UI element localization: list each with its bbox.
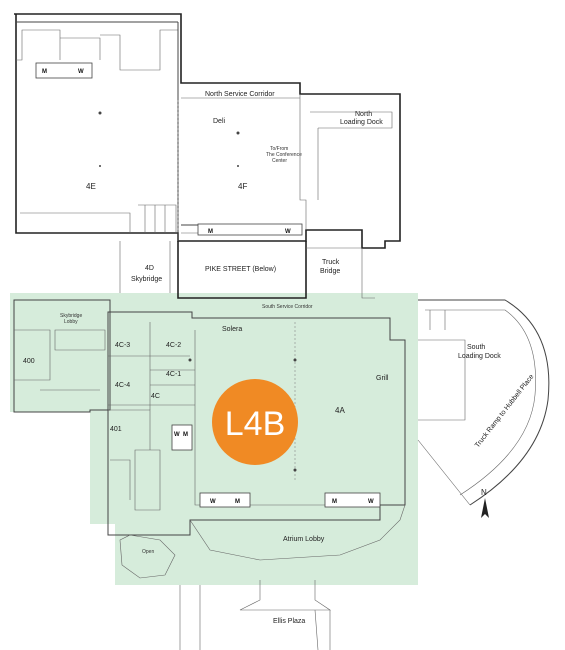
restroom-women-label-3: W <box>210 499 216 505</box>
restroom-men-label-1: M <box>42 69 47 75</box>
skybridge-label: Skybridge <box>131 276 162 283</box>
room-4d-label: 4D <box>145 265 154 272</box>
deli-label: Deli <box>213 118 226 125</box>
atrium-lobby-label: Atrium Lobby <box>283 536 325 543</box>
level-badge-label: L4B <box>225 405 286 443</box>
restroom-men-label-2: M <box>208 229 213 235</box>
ellis-plaza-label: Ellis Plaza <box>273 618 305 625</box>
south-restroom-block-2 <box>324 492 381 508</box>
restroom-women-label-4: W <box>368 499 374 505</box>
north-service-corridor-label: North Service Corridor <box>205 91 275 98</box>
room-4c3-label: 4C-3 <box>115 342 130 349</box>
room-4c-label: 4C <box>151 393 160 400</box>
bridges <box>119 241 375 299</box>
room-4c2-label: 4C-2 <box>166 342 181 349</box>
north-loading-dock-label-1: North <box>355 111 372 118</box>
south-loading-dock-label-1: South <box>467 344 485 351</box>
north-loading-dock-label-2: Loading Dock <box>340 119 383 126</box>
room-4f-label: 4F <box>238 182 247 191</box>
south-service-corridor-label: South Service Corridor <box>262 304 313 310</box>
skybridge-lobby-label-2: Lobby <box>64 319 78 325</box>
truck-ramp-label: Truck Ramp to Hubbell Place <box>474 373 535 449</box>
north-arrow: N <box>481 488 489 518</box>
room-4c1-label: 4C-1 <box>166 371 181 378</box>
skybridge-lobby-label-1: Skybridge <box>60 313 82 319</box>
restroom-women-label-2: W <box>285 229 291 235</box>
south-loading-dock-label-2: Loading Dock <box>458 353 501 360</box>
room-4a-label: 4A <box>335 406 345 415</box>
south-restroom-block-1 <box>199 492 251 508</box>
side-restroom-block <box>171 424 193 451</box>
room-401-label: 401 <box>110 426 122 433</box>
room-400-label: 400 <box>23 358 35 365</box>
level-badge-circle <box>212 379 298 465</box>
restroom-men-label-5: M <box>183 432 188 438</box>
solera-label: Solera <box>222 326 242 333</box>
to-from-label-2: The Conference <box>266 152 302 158</box>
restroom-women-label-1: W <box>78 69 84 75</box>
to-from-label-1: To/From <box>270 146 288 152</box>
grill-label: Grill <box>376 375 389 382</box>
south-building <box>13 299 406 650</box>
to-from-label-3: Center <box>272 158 287 164</box>
truck-bridge-label-1: Truck <box>322 259 340 266</box>
room-4e-label: 4E <box>86 182 96 191</box>
open-label: Open <box>142 549 154 555</box>
south-loading-dock <box>417 299 550 506</box>
l4b-highlight-area <box>10 293 418 585</box>
north-restroom-block-2 <box>197 223 303 236</box>
restroom-women-label-5: W <box>174 432 180 438</box>
restroom-men-label-4: M <box>332 499 337 505</box>
restroom-men-label-3: M <box>235 499 240 505</box>
north-restroom-block <box>35 62 93 79</box>
pike-street-label: PIKE STREET (Below) <box>205 266 276 273</box>
truck-bridge-label-2: Bridge <box>320 268 340 275</box>
north-building <box>14 13 401 249</box>
north-arrow-label: N <box>481 488 487 497</box>
room-4c4-label: 4C-4 <box>115 382 130 389</box>
